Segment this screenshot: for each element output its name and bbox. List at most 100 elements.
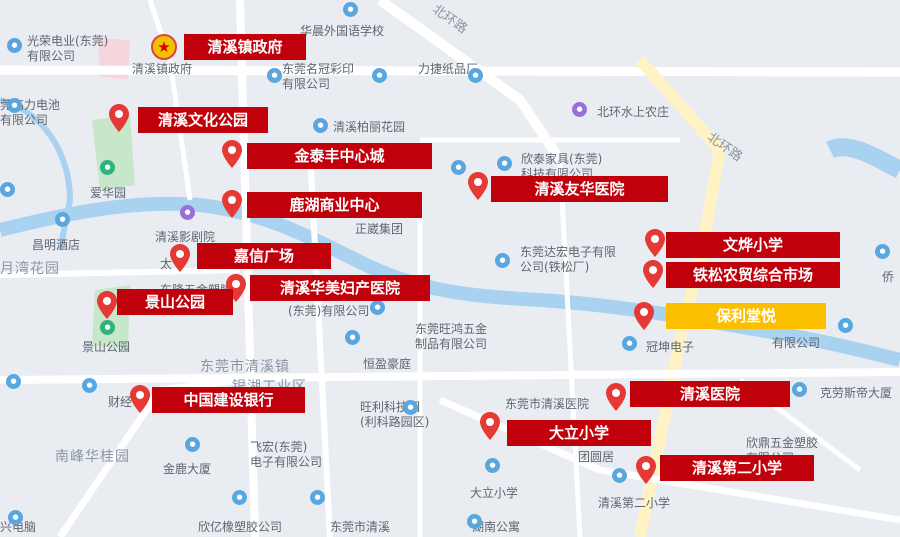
label-wenye[interactable]: 文烨小学 bbox=[666, 232, 840, 258]
poi-marker-icon[interactable]: ● bbox=[468, 68, 483, 83]
place-jinlu[interactable]: 金鹿大厦 bbox=[163, 462, 211, 477]
location-pin-icon[interactable] bbox=[222, 140, 242, 168]
label-tiesong[interactable]: 铁松农贸综合市场 bbox=[666, 262, 840, 288]
government-star-icon[interactable]: ★ bbox=[151, 34, 177, 60]
location-pin-icon[interactable] bbox=[643, 260, 663, 288]
poi-marker-icon[interactable]: ● bbox=[232, 490, 247, 505]
poi-marker-icon[interactable]: ● bbox=[82, 378, 97, 393]
location-pin-icon[interactable] bbox=[130, 385, 150, 413]
poi-marker-icon[interactable]: ● bbox=[185, 437, 200, 452]
location-pin-icon[interactable] bbox=[170, 244, 190, 272]
place-huachen[interactable]: 华晨外国语学校 bbox=[300, 24, 384, 39]
place-xingdian[interactable]: 兴电脑 bbox=[0, 520, 36, 535]
place-line: 清溪镇政府 bbox=[132, 62, 193, 76]
place-qingxi-hospital[interactable]: 东莞市清溪医院 bbox=[505, 397, 589, 412]
label-luhu[interactable]: 鹿湖商业中心 bbox=[247, 192, 422, 218]
poi-marker-icon[interactable]: ● bbox=[0, 182, 15, 197]
place-dahong[interactable]: 东莞达宏电子有限公司(铁松厂) bbox=[520, 245, 616, 275]
poi-marker-icon[interactable]: ● bbox=[310, 490, 325, 505]
place-dongguan-qingxi[interactable]: 东莞市清溪 bbox=[330, 520, 390, 535]
place-nanfeng[interactable]: 南峰华桂园 bbox=[55, 450, 130, 465]
label-second-school[interactable]: 清溪第二小学 bbox=[660, 455, 814, 481]
poi-marker-icon[interactable]: ● bbox=[7, 98, 22, 113]
location-pin-icon[interactable] bbox=[480, 412, 500, 440]
place-qingxi-town[interactable]: 东莞市清溪镇 bbox=[200, 360, 290, 375]
place-xinyixiang[interactable]: 欣亿橡塑胶公司 bbox=[198, 520, 282, 535]
location-pin-icon[interactable] bbox=[109, 104, 129, 132]
place-aihua[interactable]: 爱华园 bbox=[90, 186, 126, 201]
poi-marker-icon[interactable]: ● bbox=[343, 2, 358, 17]
poi-marker-icon[interactable]: ● bbox=[55, 212, 70, 227]
poi-marker-icon[interactable]: ● bbox=[6, 374, 21, 389]
place-wanghong[interactable]: 东莞旺鸿五金制品有限公司 bbox=[415, 322, 487, 352]
poi-marker-icon[interactable]: ● bbox=[495, 253, 510, 268]
place-mingyang[interactable]: 昌明酒店 bbox=[32, 238, 80, 253]
place-lijin[interactable]: 力捷纸品厂 bbox=[418, 62, 478, 77]
label-huamei[interactable]: 清溪华美妇产医院 bbox=[250, 275, 430, 301]
poi-marker-icon[interactable]: ● bbox=[792, 382, 807, 397]
place-jingshan-park[interactable]: 景山公园 bbox=[82, 340, 130, 355]
location-pin-icon[interactable] bbox=[97, 291, 117, 319]
poi-marker-icon[interactable]: ● bbox=[313, 118, 328, 133]
place-zhengwei[interactable]: 正崴集团 bbox=[355, 222, 403, 237]
poi-marker-icon[interactable]: ● bbox=[403, 400, 418, 415]
label-jingshan[interactable]: 景山公园 bbox=[117, 289, 233, 315]
poi-marker-icon[interactable]: ● bbox=[572, 102, 587, 117]
place-tuanwei[interactable]: 团圆居 bbox=[578, 450, 614, 465]
location-pin-icon[interactable] bbox=[634, 302, 654, 330]
place-youxian[interactable]: 有限公司 bbox=[772, 336, 820, 351]
poi-marker-icon[interactable]: ● bbox=[180, 205, 195, 220]
place-yingjuyuan[interactable]: 清溪影剧院 bbox=[155, 230, 215, 245]
place-tai[interactable]: 太 bbox=[160, 257, 172, 272]
poi-marker-icon[interactable]: ● bbox=[267, 68, 282, 83]
poi-marker-icon[interactable]: ● bbox=[100, 320, 115, 335]
label-jintaifeng[interactable]: 金泰丰中心城 bbox=[247, 143, 432, 169]
place-beihuan-farm[interactable]: 北环水上农庄 bbox=[597, 105, 669, 120]
poi-marker-icon[interactable]: ● bbox=[8, 510, 23, 525]
poi-marker-icon[interactable]: ● bbox=[467, 514, 482, 529]
poi-marker-icon[interactable]: ● bbox=[451, 160, 466, 175]
place-dali[interactable]: 大立小学 bbox=[470, 486, 518, 501]
place-yuewan[interactable]: 月湾花园 bbox=[0, 262, 60, 277]
poi-marker-icon[interactable]: ● bbox=[485, 458, 500, 473]
poi-marker-icon[interactable]: ● bbox=[838, 318, 853, 333]
place-dongguan-mingguan[interactable]: 东莞名冠彩印有限公司 bbox=[282, 62, 354, 92]
location-pin-icon[interactable] bbox=[606, 383, 626, 411]
poi-marker-icon[interactable]: ● bbox=[612, 468, 627, 483]
place-guankun[interactable]: 冠坤电子 bbox=[646, 340, 694, 355]
label-dali-school[interactable]: 大立小学 bbox=[507, 420, 651, 446]
place-second-school[interactable]: 清溪第二小学 bbox=[598, 496, 670, 511]
location-pin-icon[interactable] bbox=[222, 190, 242, 218]
poi-marker-icon[interactable]: ● bbox=[100, 160, 115, 175]
label-poly[interactable]: 保利堂悦 bbox=[666, 303, 826, 329]
location-pin-icon[interactable] bbox=[636, 456, 656, 484]
place-qingxi-gov-small[interactable]: 清溪镇政府 bbox=[132, 62, 192, 77]
poi-marker-icon[interactable]: ● bbox=[497, 156, 512, 171]
poi-marker-icon[interactable]: ● bbox=[622, 336, 637, 351]
place-hunan[interactable]: 湖南公寓 bbox=[472, 520, 520, 535]
poi-marker-icon[interactable]: ● bbox=[370, 300, 385, 315]
poi-marker-icon[interactable]: ● bbox=[875, 244, 890, 259]
label-culture-park[interactable]: 清溪文化公园 bbox=[138, 107, 268, 133]
place-wangli[interactable]: 旺利科技园(利科路园区) bbox=[360, 400, 429, 430]
label-qingxi-hospital[interactable]: 清溪医院 bbox=[630, 381, 790, 407]
location-pin-icon[interactable] bbox=[645, 229, 665, 257]
place-bolihua[interactable]: 清溪柏丽花园 bbox=[333, 120, 405, 135]
poi-marker-icon[interactable]: ● bbox=[372, 68, 387, 83]
label-jiaxin[interactable]: 嘉信广场 bbox=[197, 243, 331, 269]
label-qingxi-gov[interactable]: 清溪镇政府 bbox=[184, 34, 306, 60]
label-ccb[interactable]: 中国建设银行 bbox=[152, 387, 305, 413]
place-dongguan-co[interactable]: (东莞)有限公司 bbox=[288, 304, 369, 319]
poi-marker-icon[interactable]: ● bbox=[7, 38, 22, 53]
place-caijing[interactable]: 财经 bbox=[108, 395, 132, 410]
place-guangrong[interactable]: 光荣电业(东莞)有限公司 bbox=[27, 34, 108, 64]
place-kelaosi[interactable]: 克劳斯帝大厦 bbox=[820, 386, 892, 401]
place-hengying[interactable]: 恒盈豪庭 bbox=[363, 357, 411, 372]
poi-marker-icon[interactable]: ● bbox=[345, 330, 360, 345]
place-jiao[interactable]: 侨 bbox=[882, 270, 894, 285]
location-pin-icon[interactable] bbox=[468, 172, 488, 200]
label-youhua-hospital[interactable]: 清溪友华医院 bbox=[491, 176, 668, 202]
place-line: 有限公司 bbox=[772, 336, 821, 350]
place-feihong[interactable]: 飞宏(东莞)电子有限公司 bbox=[250, 440, 322, 470]
